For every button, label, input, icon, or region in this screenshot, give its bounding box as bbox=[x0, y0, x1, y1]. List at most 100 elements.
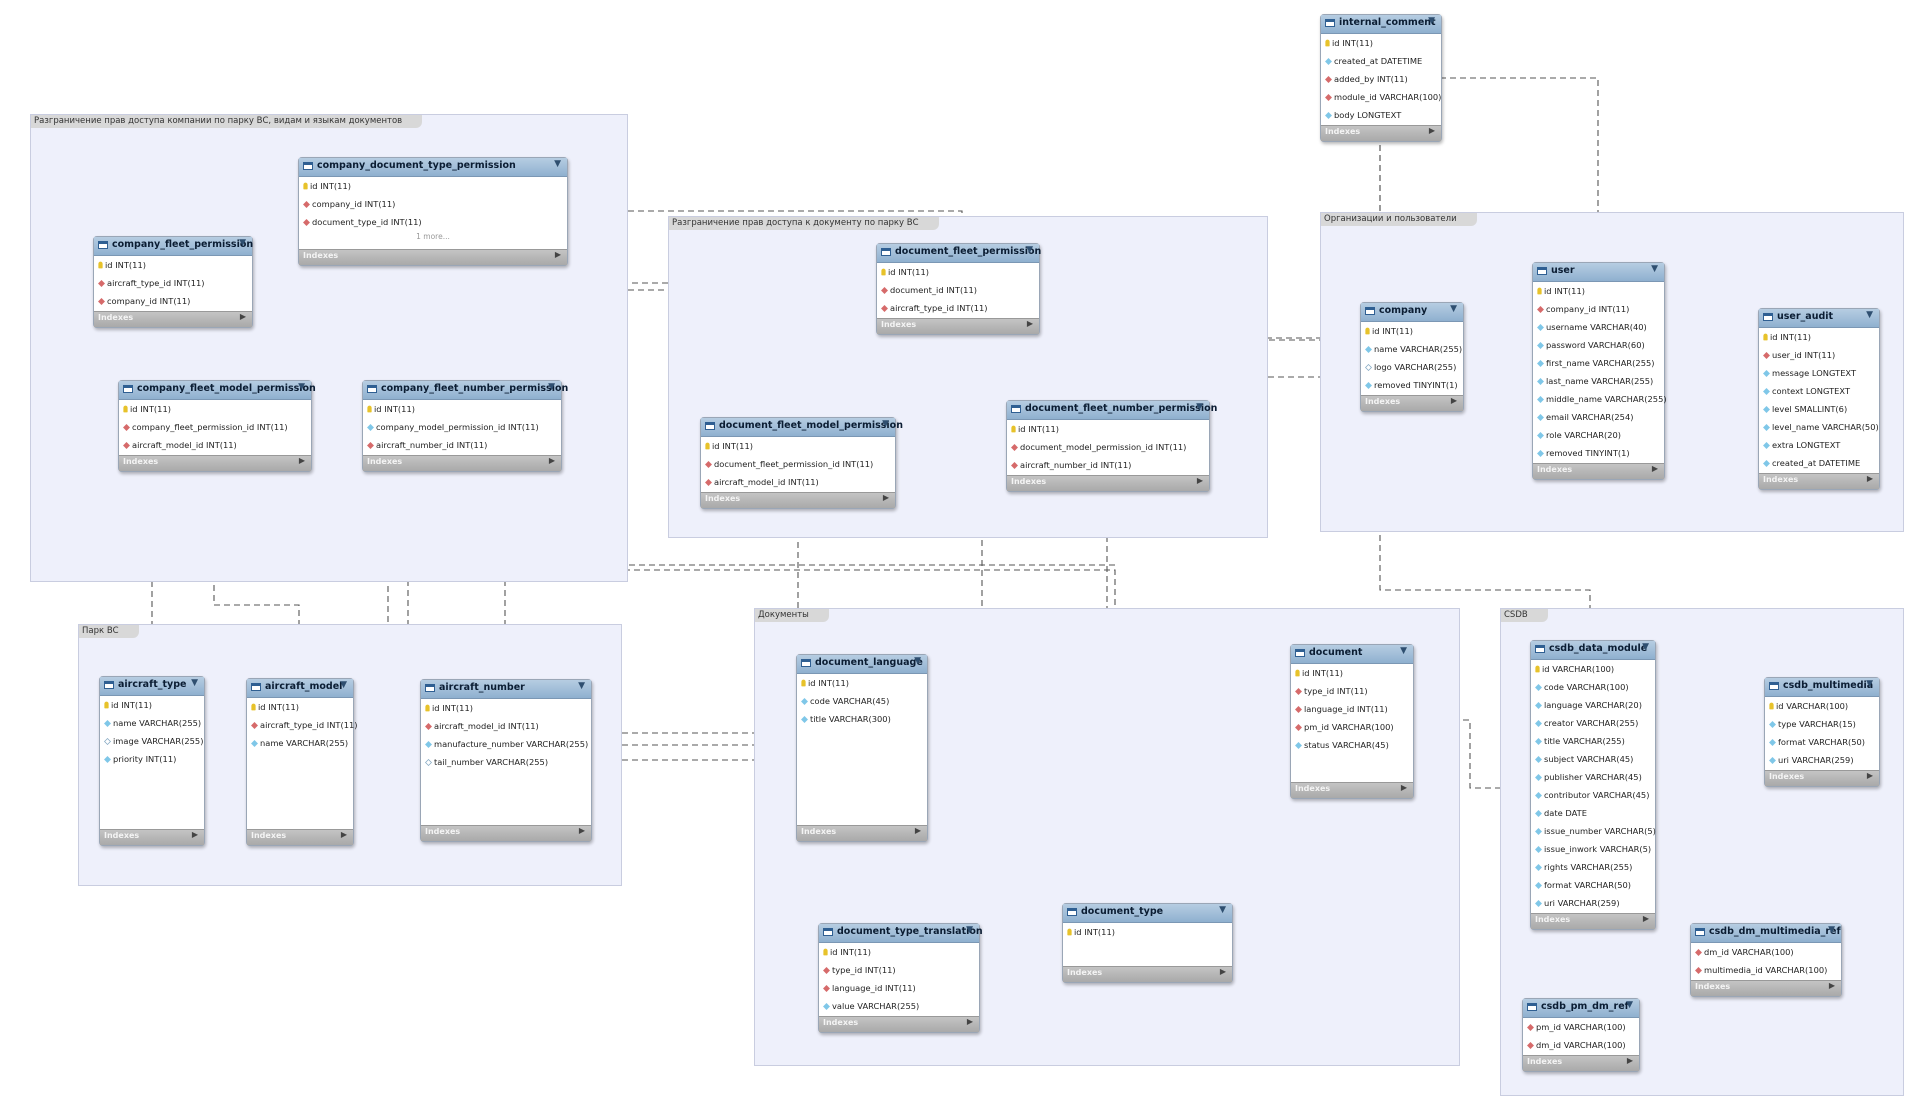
table-column[interactable]: type VARCHAR(15) bbox=[1765, 715, 1879, 733]
table-document-fleet-permission[interactable]: document_fleet_permission▼id INT(11)docu… bbox=[876, 243, 1041, 335]
table-column[interactable]: document_id INT(11) bbox=[877, 281, 1039, 299]
table-column[interactable]: aircraft_number_id INT(11) bbox=[363, 436, 561, 454]
table-column[interactable]: username VARCHAR(40) bbox=[1533, 318, 1664, 336]
table-column[interactable]: status VARCHAR(45) bbox=[1291, 736, 1413, 754]
expand-arrow-icon[interactable]: ▶ bbox=[914, 826, 921, 835]
table-company[interactable]: company▼id INT(11)name VARCHAR(255)logo … bbox=[1360, 302, 1464, 412]
table-header[interactable]: csdb_multimedia▼ bbox=[1765, 678, 1879, 697]
table-column[interactable]: context LONGTEXT bbox=[1759, 382, 1879, 400]
table-column[interactable]: id INT(11) bbox=[1533, 282, 1664, 300]
table-column[interactable]: message LONGTEXT bbox=[1759, 364, 1879, 382]
table-column[interactable]: format VARCHAR(50) bbox=[1765, 733, 1879, 751]
table-collapse-icon[interactable]: ▼ bbox=[1400, 646, 1407, 656]
table-column[interactable]: id INT(11) bbox=[363, 400, 561, 418]
table-header[interactable]: csdb_dm_multimedia_ref▼ bbox=[1691, 924, 1841, 943]
table-column[interactable]: multimedia_id VARCHAR(100) bbox=[1691, 961, 1841, 979]
table-column[interactable]: company_id INT(11) bbox=[1533, 300, 1664, 318]
table-header[interactable]: company_fleet_permission▼ bbox=[94, 237, 253, 256]
table-column[interactable]: publisher VARCHAR(45) bbox=[1531, 768, 1655, 786]
table-aircraft-number[interactable]: aircraft_number▼id INT(11)aircraft_model… bbox=[420, 679, 592, 842]
table-column[interactable]: removed TINYINT(1) bbox=[1533, 444, 1664, 462]
table-collapse-icon[interactable]: ▼ bbox=[554, 159, 561, 169]
table-company-fleet-permission[interactable]: company_fleet_permission▼id INT(11)aircr… bbox=[93, 236, 253, 328]
table-document[interactable]: document▼id INT(11)type_id INT(11)langua… bbox=[1290, 644, 1414, 799]
expand-arrow-icon[interactable]: ▶ bbox=[1428, 126, 1435, 135]
table-collapse-icon[interactable]: ▼ bbox=[1450, 304, 1457, 314]
table-column[interactable]: dm_id VARCHAR(100) bbox=[1691, 943, 1841, 961]
table-collapse-icon[interactable]: ▼ bbox=[578, 681, 585, 691]
indexes-section[interactable]: Indexes▶ bbox=[421, 825, 591, 841]
table-header[interactable]: document▼ bbox=[1291, 645, 1413, 664]
table-collapse-icon[interactable]: ▼ bbox=[1428, 16, 1435, 26]
table-header[interactable]: internal_comment▼ bbox=[1321, 15, 1441, 34]
table-column[interactable]: id INT(11) bbox=[119, 400, 311, 418]
table-collapse-icon[interactable]: ▼ bbox=[914, 656, 921, 666]
table-column[interactable]: creator VARCHAR(255) bbox=[1531, 714, 1655, 732]
table-collapse-icon[interactable]: ▼ bbox=[1828, 925, 1835, 935]
expand-arrow-icon[interactable]: ▶ bbox=[1219, 967, 1226, 976]
table-header[interactable]: company▼ bbox=[1361, 303, 1463, 322]
table-column[interactable]: code VARCHAR(45) bbox=[797, 692, 927, 710]
table-header[interactable]: csdb_data_module▼ bbox=[1531, 641, 1655, 660]
table-column[interactable]: user_id INT(11) bbox=[1759, 346, 1879, 364]
table-column[interactable]: id INT(11) bbox=[1063, 923, 1232, 941]
table-column[interactable]: module_id VARCHAR(100) bbox=[1321, 88, 1441, 106]
indexes-section[interactable]: Indexes▶ bbox=[1361, 395, 1463, 411]
table-company-document-type-permission[interactable]: company_document_type_permission▼id INT(… bbox=[298, 157, 568, 266]
table-csdb-dm-multimedia-ref[interactable]: csdb_dm_multimedia_ref▼dm_id VARCHAR(100… bbox=[1690, 923, 1842, 997]
table-column[interactable]: id INT(11) bbox=[299, 177, 567, 195]
table-header[interactable]: aircraft_model▼ bbox=[247, 679, 353, 698]
table-column[interactable]: password VARCHAR(60) bbox=[1533, 336, 1664, 354]
more-columns-label[interactable]: 1 more... bbox=[416, 232, 450, 241]
table-column[interactable]: subject VARCHAR(45) bbox=[1531, 750, 1655, 768]
table-header[interactable]: aircraft_number▼ bbox=[421, 680, 591, 699]
table-column[interactable]: aircraft_model_id INT(11) bbox=[119, 436, 311, 454]
table-column[interactable]: title VARCHAR(300) bbox=[797, 710, 927, 728]
table-document-language[interactable]: document_language▼id INT(11)code VARCHAR… bbox=[796, 654, 928, 842]
table-header[interactable]: user_audit▼ bbox=[1759, 309, 1879, 328]
expand-arrow-icon[interactable]: ▶ bbox=[554, 250, 561, 259]
table-column[interactable]: uri VARCHAR(259) bbox=[1531, 894, 1655, 912]
table-collapse-icon[interactable]: ▼ bbox=[1196, 402, 1203, 412]
table-column[interactable]: language_id INT(11) bbox=[819, 979, 979, 997]
table-column[interactable]: logo VARCHAR(255) bbox=[1361, 358, 1463, 376]
table-column[interactable]: id INT(11) bbox=[1361, 322, 1463, 340]
table-column[interactable]: aircraft_number_id INT(11) bbox=[1007, 456, 1209, 474]
table-column[interactable]: id INT(11) bbox=[100, 696, 204, 714]
table-user-audit[interactable]: user_audit▼id INT(11)user_id INT(11)mess… bbox=[1758, 308, 1880, 490]
indexes-section[interactable]: Indexes▶ bbox=[363, 455, 561, 471]
table-column[interactable]: title VARCHAR(255) bbox=[1531, 732, 1655, 750]
table-csdb-data-module[interactable]: csdb_data_module▼id VARCHAR(100)code VAR… bbox=[1530, 640, 1656, 930]
table-column[interactable]: aircraft_type_id INT(11) bbox=[247, 716, 358, 734]
indexes-section[interactable]: Indexes▶ bbox=[1533, 463, 1664, 479]
table-column[interactable]: name VARCHAR(255) bbox=[247, 734, 353, 752]
table-column[interactable]: document_type_id INT(11) bbox=[299, 213, 567, 231]
expand-arrow-icon[interactable]: ▶ bbox=[191, 830, 198, 839]
table-collapse-icon[interactable]: ▼ bbox=[1026, 245, 1033, 255]
table-document-type[interactable]: document_type▼id INT(11)Indexes▶ bbox=[1062, 903, 1233, 983]
table-column[interactable]: manufacture_number VARCHAR(255) bbox=[421, 735, 591, 753]
table-header[interactable]: document_language▼ bbox=[797, 655, 927, 674]
table-user[interactable]: user▼id INT(11)company_id INT(11)usernam… bbox=[1532, 262, 1667, 480]
table-column[interactable]: tail_number VARCHAR(255) bbox=[421, 753, 591, 771]
table-column[interactable]: code VARCHAR(100) bbox=[1531, 678, 1655, 696]
table-column[interactable]: id INT(11) bbox=[701, 437, 895, 455]
table-column[interactable]: id VARCHAR(100) bbox=[1531, 660, 1655, 678]
expand-arrow-icon[interactable]: ▶ bbox=[1651, 464, 1658, 473]
table-column[interactable]: pm_id VARCHAR(100) bbox=[1291, 718, 1413, 736]
table-column[interactable]: company_id INT(11) bbox=[299, 195, 567, 213]
table-column[interactable]: role VARCHAR(20) bbox=[1533, 426, 1664, 444]
indexes-section[interactable]: Indexes▶ bbox=[1291, 782, 1413, 798]
table-column[interactable]: aircraft_model_id INT(11) bbox=[421, 717, 591, 735]
table-collapse-icon[interactable]: ▼ bbox=[239, 238, 246, 248]
table-csdb-pm-dm-ref[interactable]: csdb_pm_dm_ref▼pm_id VARCHAR(100)dm_id V… bbox=[1522, 998, 1640, 1072]
table-column[interactable]: id INT(11) bbox=[1759, 328, 1879, 346]
table-column[interactable]: removed TINYINT(1) bbox=[1361, 376, 1463, 394]
table-column[interactable]: format VARCHAR(50) bbox=[1531, 876, 1655, 894]
table-header[interactable]: company_fleet_number_permission▼ bbox=[363, 381, 568, 400]
indexes-section[interactable]: Indexes▶ bbox=[1523, 1055, 1639, 1071]
table-column[interactable]: name VARCHAR(255) bbox=[100, 714, 204, 732]
indexes-section[interactable]: Indexes▶ bbox=[247, 829, 353, 845]
table-column[interactable]: image VARCHAR(255) bbox=[100, 732, 204, 750]
expand-arrow-icon[interactable]: ▶ bbox=[1450, 396, 1457, 405]
